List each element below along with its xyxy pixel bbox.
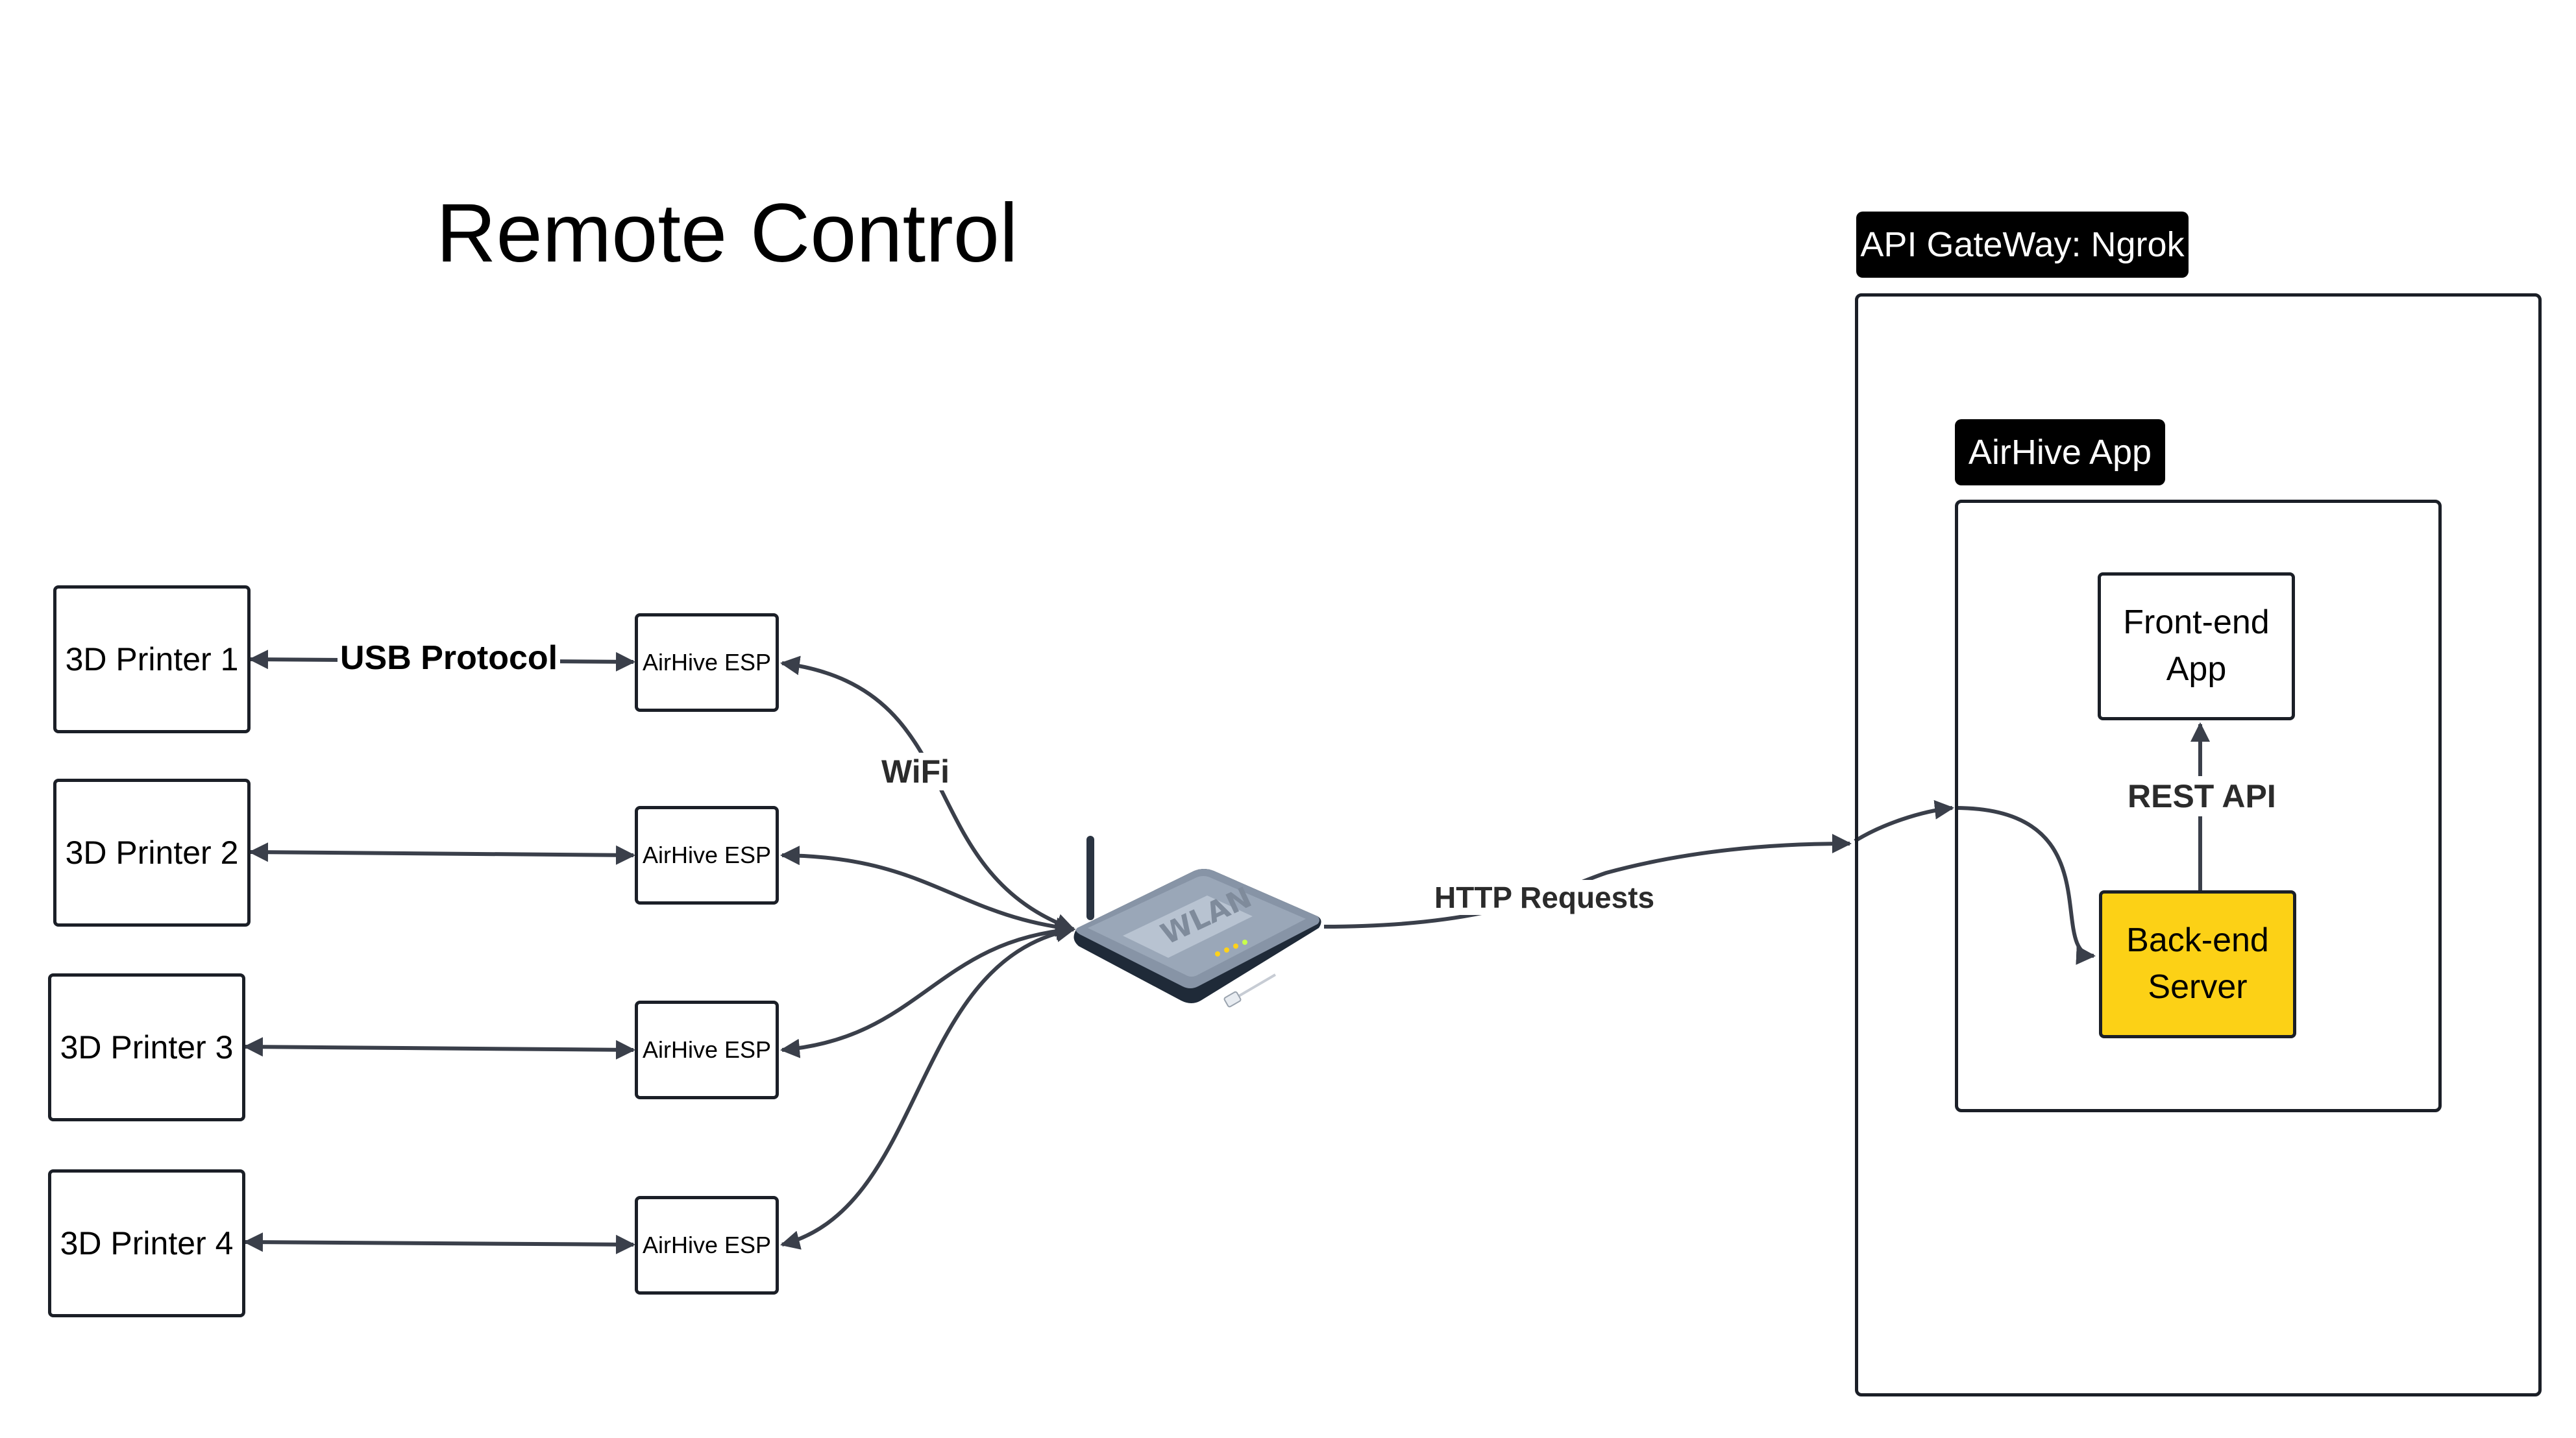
app-container [1955, 500, 2442, 1112]
gateway-tag: API GateWay: Ngrok [1856, 212, 2189, 278]
backend-line-2: Server [2148, 968, 2248, 1006]
backend-line-1: Back-end [2126, 921, 2269, 960]
wifi-link-4 [780, 923, 1075, 1250]
http-requests-label: HTTP Requests [1430, 880, 1659, 915]
wifi-label: WiFi [877, 753, 954, 790]
printer-1-box: 3D Printer 1 [53, 585, 251, 733]
printer-3-box: 3D Printer 3 [48, 973, 245, 1121]
usb-protocol-label: USB Protocol [337, 639, 561, 677]
http-link [1323, 834, 1852, 929]
app-tag: AirHive App [1955, 419, 2165, 485]
wifi-link-1 [780, 655, 1075, 932]
rest-api-label: REST API [2122, 776, 2281, 816]
usb-link-3 [243, 1037, 635, 1060]
wifi-link-3 [780, 921, 1075, 1058]
esp-2-box: AirHive ESP [635, 806, 779, 905]
app-backend-link [1954, 806, 2096, 965]
frontend-app-box: Front-end App [2098, 572, 2295, 720]
frontend-line-1: Front-end [2123, 603, 2270, 642]
esp-3-box: AirHive ESP [635, 1001, 779, 1099]
frontend-line-2: App [2166, 650, 2227, 688]
gateway-app-link [1854, 799, 1954, 843]
usb-link-4 [243, 1232, 635, 1254]
wifi-link-2 [780, 846, 1075, 937]
wifi-router-icon: WLAN [1073, 836, 1321, 1008]
esp-4-box: AirHive ESP [635, 1196, 779, 1295]
printer-2-box: 3D Printer 2 [53, 779, 251, 927]
esp-1-box: AirHive ESP [635, 613, 779, 712]
usb-link-2 [249, 842, 635, 865]
gateway-container [1855, 293, 2542, 1396]
printer-4-box: 3D Printer 4 [48, 1169, 245, 1317]
diagram-title: Remote Control [436, 187, 1018, 280]
backend-server-box: Back-end Server [2099, 890, 2296, 1038]
